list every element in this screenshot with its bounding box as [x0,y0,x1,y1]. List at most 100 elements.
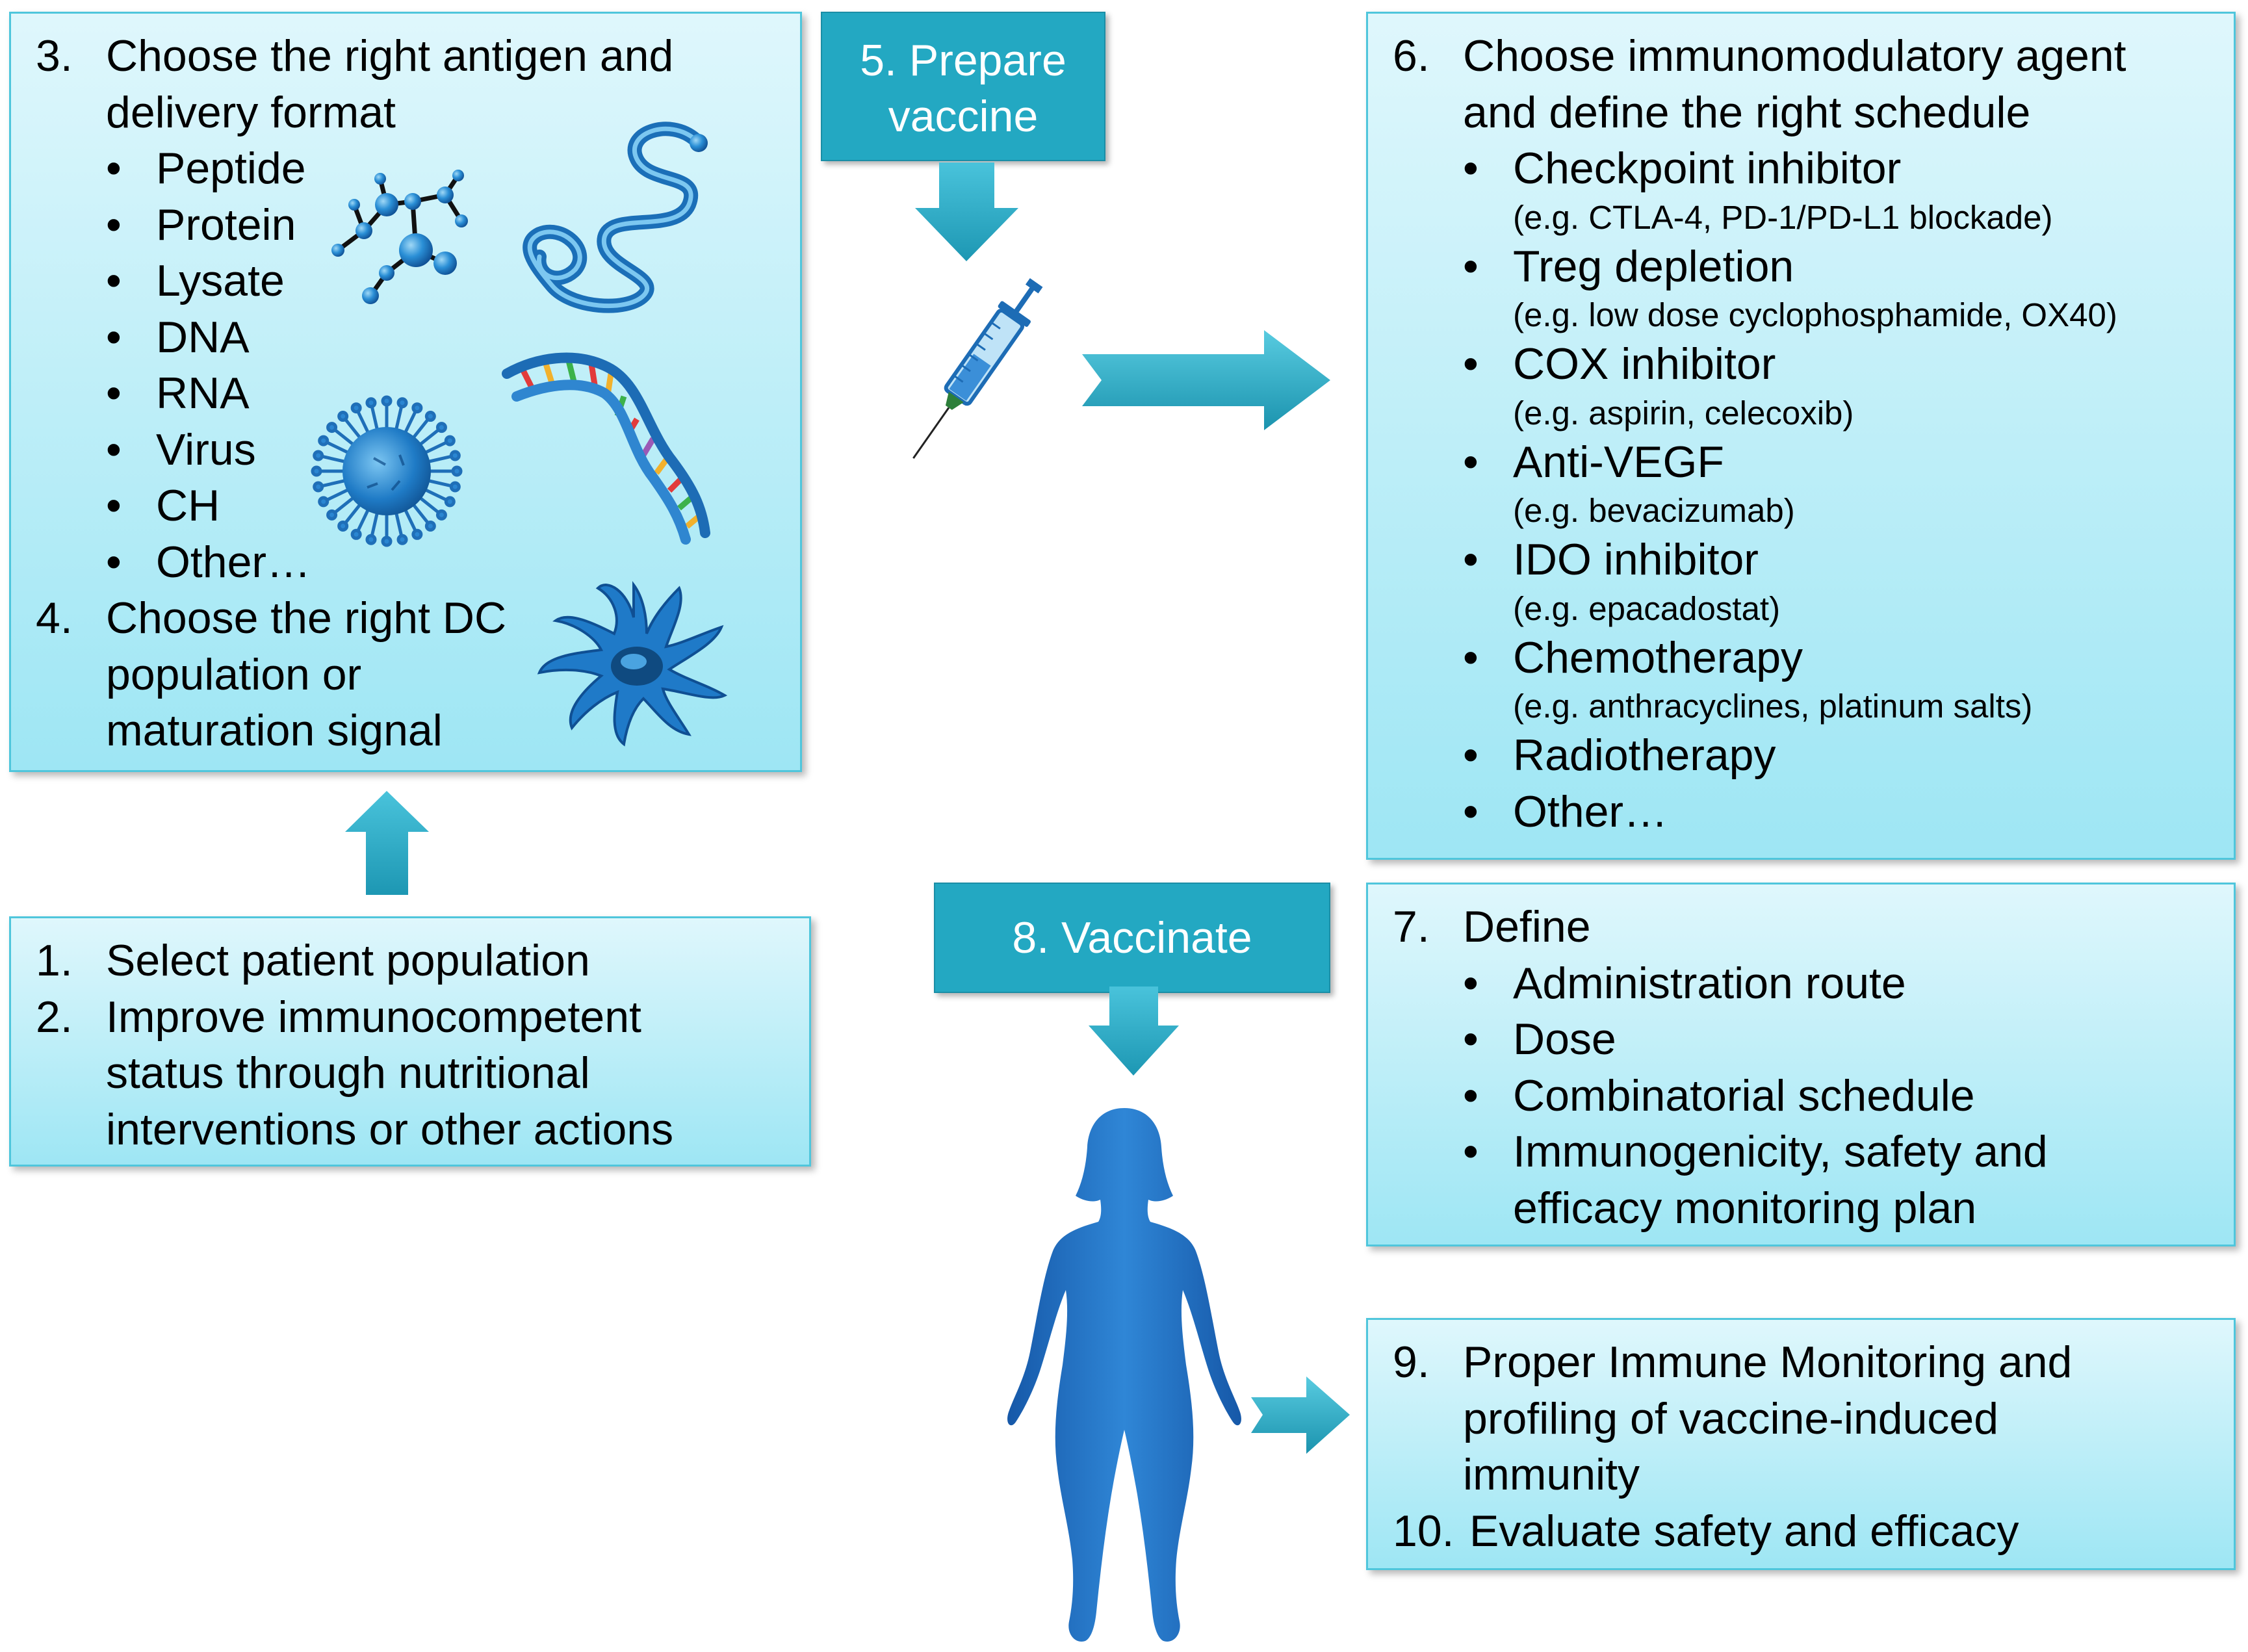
step-4-line-1: Choose the right DC [106,593,507,643]
virus-spike-tip [313,450,324,461]
step-7-title: Define [1463,902,1591,951]
agent-example: (e.g. bevacizumab) [1513,492,1795,529]
virus-spike-tip [396,534,408,545]
agent-example: (e.g. aspirin, celecoxib) [1513,394,1854,432]
virus-spike-tip [449,450,461,461]
agent-name: Checkpoint inhibitor [1513,144,1902,193]
step-4-line-3: maturation signal [106,706,443,755]
step-4-number: 4. [36,593,73,643]
virus-spike-tip [311,465,322,477]
antigen-label: Peptide [156,144,306,193]
step-10-text: Evaluate safety and efficacy [1469,1506,2019,1556]
virus-spike-tip [424,520,436,532]
step-10-number: 10. [1393,1506,1454,1556]
dendritic-cell-icon [537,580,728,747]
step-6-line-2: and define the right schedule [1463,87,2031,137]
virus-spike-tip [365,534,377,545]
antigen-dc-box: 3. Choose the right antigen and delivery… [9,12,802,772]
define-label: Dose [1513,1014,1616,1064]
virus-spike-tip [435,509,447,521]
bullet: • [1463,958,1479,1008]
prepare-vaccine-line-1: 5. Prepare [860,36,1066,85]
step-2-line-1: Improve immunocompetent [106,992,641,1042]
virus-spike-tip [451,465,463,477]
virus-spike-tip [318,435,329,446]
step-2-line-3: interventions or other actions [106,1104,674,1154]
bullet: • [1463,339,1479,389]
step-9-line-3: immunity [1463,1450,1640,1499]
bullet: • [106,424,122,474]
virus-spike-tip [313,481,324,493]
bullet: • [106,312,122,362]
step-9-line-2: profiling of vaccine-induced [1463,1393,1999,1443]
down-arrow-icon [1089,987,1179,1076]
agent-name: IDO inhibitor [1513,535,1759,584]
virus-spike-tip [326,422,338,433]
agent-name: Chemotherapy [1513,632,1803,682]
step-4-line-2: population or [106,649,362,699]
bullet: • [106,368,122,418]
vaccinate-label: 8. Vaccinate [934,883,1330,993]
antigen-label: Protein [156,200,296,250]
virus-spike-tip [411,528,423,540]
syringe-icon [912,277,1043,459]
virus-spike-tip [449,481,461,493]
virus-spike-tip [350,402,362,414]
bullet: • [106,537,122,587]
bullet: • [106,200,122,250]
protein-ribbon-icon [523,122,708,313]
step-2-line-2: status through nutritional [106,1048,590,1098]
bullet: • [1463,241,1479,291]
bullet: • [1463,1014,1479,1064]
antigen-label: Virus [156,424,256,474]
define-label: Immunogenicity, safety and [1513,1127,2048,1176]
prepare-vaccine-line-2: vaccine [888,92,1039,141]
right-arrow-icon [1251,1376,1350,1454]
agent-example: (e.g. anthracyclines, platinum salts) [1513,688,2033,725]
agent-name: Treg depletion [1513,241,1794,291]
antigen-label: CH [156,481,220,530]
antigen-label: Lysate [156,256,285,305]
step-1-number: 1. [36,936,73,985]
step-6-number: 6. [1393,31,1430,81]
step-3-line-1: Choose the right antigen and [106,31,674,81]
dna-helix-icon [502,352,710,545]
step-3-line-2: delivery format [106,87,396,137]
bullet: • [1463,437,1479,487]
immunomodulatory-box: 6. Choose immunomodulatory agent and def… [1366,12,2236,860]
virus-spike-tip [396,397,408,409]
step-9-line-1: Proper Immune Monitoring and [1463,1337,2073,1387]
virus-icon [311,395,463,547]
virus-spike-tip [350,528,362,540]
vaccinate-text: 8. Vaccinate [1012,913,1252,962]
virus-spike-tip [381,395,393,407]
bullet: • [1463,786,1479,836]
bullet: • [106,144,122,193]
down-arrow-icon [915,162,1018,261]
agent-name: Other… [1513,786,1668,836]
antigen-label: DNA [156,312,250,362]
step-3-number: 3. [36,31,73,81]
up-arrow-icon [345,791,429,895]
virus-spike-tip [381,536,393,547]
define-label: Combinatorial schedule [1513,1070,1975,1120]
prepare-vaccine-label: 5. Prepare vaccine [821,12,1105,161]
step-9-number: 9. [1393,1337,1430,1387]
monitoring-box: 9. Proper Immune Monitoring and profilin… [1366,1318,2236,1570]
virus-spike-tip [337,411,349,422]
virus-spike-tip [444,435,456,446]
bullet: • [1463,535,1479,584]
agent-name: Anti-VEGF [1513,437,1724,487]
patient-box: 1. Select patient population 2. Improve … [9,916,811,1167]
virus-spike-tip [326,509,338,521]
bullet: • [1463,1070,1479,1120]
bullet: • [1463,632,1479,682]
virus-spike-tip [435,422,447,433]
bullet: • [1463,1127,1479,1176]
agent-name: COX inhibitor [1513,339,1776,389]
virus-spike-tip [411,402,423,414]
agent-name: Radiotherapy [1513,730,1776,780]
define-label: Administration route [1513,958,1906,1008]
step-7-number: 7. [1393,902,1430,951]
define-label: efficacy monitoring plan [1513,1183,1977,1233]
